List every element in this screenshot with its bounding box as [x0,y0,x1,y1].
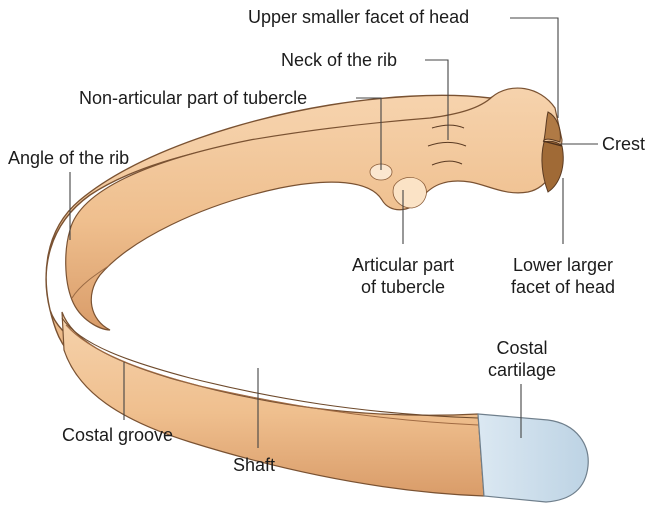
label-lower-facet: Lower larger facet of head [498,254,628,298]
label-neck: Neck of the rib [281,49,397,71]
label-costal-cartilage-line2: cartilage [476,359,568,381]
label-crest: Crest [602,133,645,155]
label-costal-cartilage: Costal cartilage [476,337,568,381]
label-costal-groove: Costal groove [62,424,173,446]
label-costal-cartilage-line1: Costal [476,337,568,359]
label-articular-line1: Articular part [338,254,468,276]
label-non-articular: Non-articular part of tubercle [79,87,307,109]
label-shaft: Shaft [233,454,275,476]
lower-facet [542,141,563,192]
label-articular-line2: of tubercle [338,276,468,298]
label-upper-facet: Upper smaller facet of head [248,6,469,28]
label-lower-facet-line2: facet of head [498,276,628,298]
label-lower-facet-line1: Lower larger [498,254,628,276]
label-articular: Articular part of tubercle [338,254,468,298]
costal-cartilage [478,414,588,502]
label-angle: Angle of the rib [8,147,129,169]
